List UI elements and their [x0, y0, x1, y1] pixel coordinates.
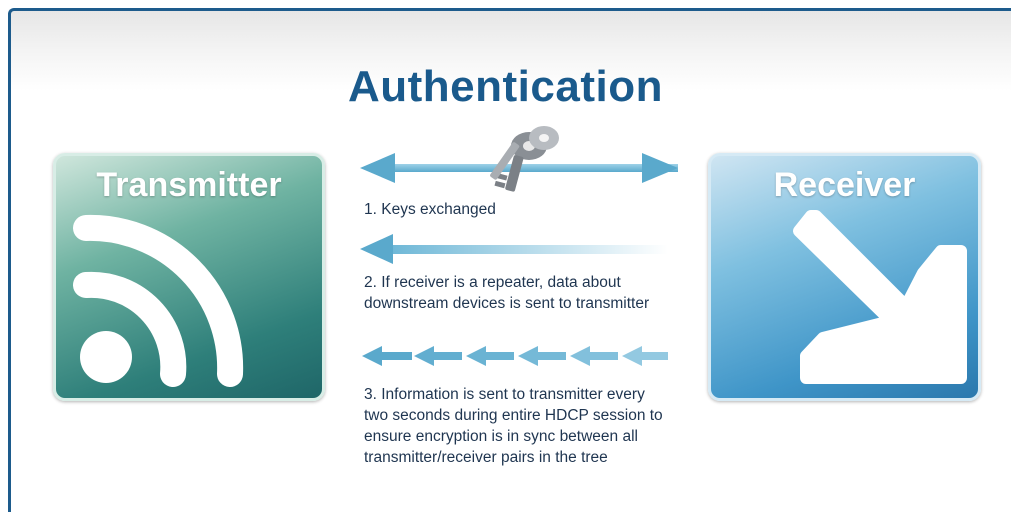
step-1-text: 1. Keys exchanged — [364, 201, 496, 218]
repeated-left-arrows — [362, 346, 668, 366]
step-2-text: 2. If receiver is a repeater, data about… — [364, 274, 650, 312]
step-3-text: 3. Information is sent to transmitter ev… — [364, 386, 663, 466]
wireless-signal-icon — [73, 214, 244, 387]
transmitter-label: Transmitter — [96, 166, 282, 204]
diagram-title: Authentication — [348, 62, 663, 111]
receiver-box: Receiver — [708, 153, 981, 401]
receiver-label: Receiver — [773, 166, 916, 204]
left-arrow — [360, 234, 668, 264]
keys-icon — [490, 126, 559, 192]
transmitter-box: Transmitter — [53, 153, 325, 401]
arrow-down-right-icon — [793, 210, 967, 384]
bidirectional-arrow — [360, 153, 678, 183]
